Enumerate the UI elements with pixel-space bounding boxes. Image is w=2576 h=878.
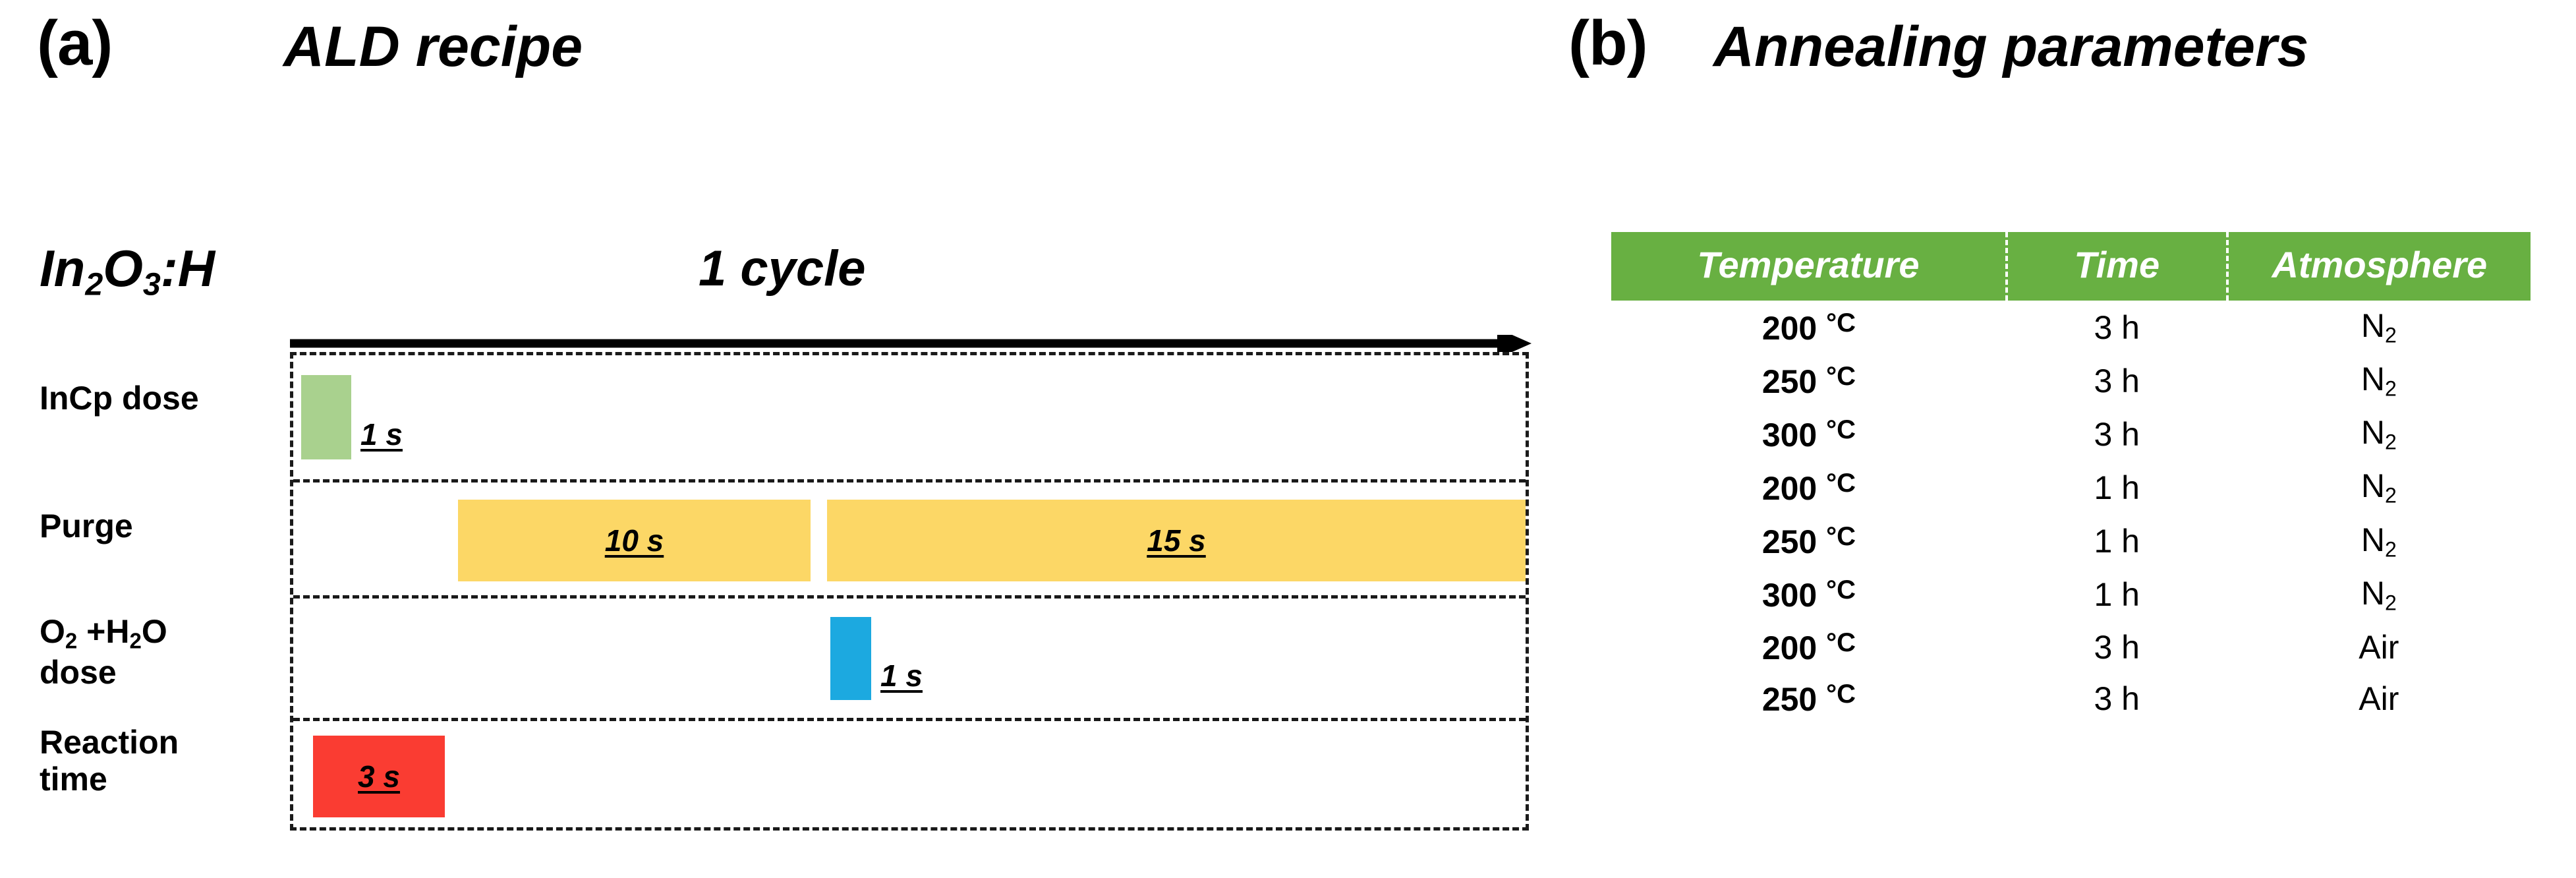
cell-atmosphere: Air: [2359, 628, 2399, 666]
timeline-row-reaction-time: 3 s: [293, 718, 1526, 827]
reaction-line-1: Reaction: [40, 724, 179, 761]
o2-h2o-dose-bar[interactable]: 1 s: [830, 617, 923, 700]
table-row[interactable]: 250 °C 1 h N2: [1611, 515, 2531, 568]
incp-dose-duration: 1 s: [360, 417, 403, 452]
cell-time: 1 h: [2094, 523, 2140, 560]
table-row[interactable]: 300 °C 3 h N2: [1611, 407, 2531, 461]
o2-h2o-line-1: O2 +H2O: [40, 613, 167, 653]
cell-time: 3 h: [2094, 680, 2140, 717]
table-row[interactable]: 300 °C 1 h N2: [1611, 568, 2531, 622]
table-row[interactable]: 200 °C 3 h N2: [1611, 301, 2531, 354]
material-label-o: O: [103, 239, 143, 297]
timeline-row-o2-h2o-dose: 1 s: [293, 595, 1526, 718]
cell-time: 1 h: [2094, 469, 2140, 506]
purge-bar-2[interactable]: 15 s: [827, 500, 1526, 581]
incp-dose-bar[interactable]: 1 s: [301, 375, 403, 459]
cell-time: 3 h: [2094, 415, 2140, 453]
material-label-sub-3: 3: [142, 266, 161, 303]
material-label-in: In: [40, 239, 86, 297]
row-title-purge: Purge: [40, 508, 133, 544]
purge-bar-1[interactable]: 10 s: [458, 500, 811, 581]
cell-temperature: 250 °C: [1761, 361, 1856, 400]
cell-time: 3 h: [2094, 628, 2140, 666]
o2-h2o-dose-duration: 1 s: [880, 658, 923, 693]
reaction-duration: 3 s: [358, 759, 400, 794]
cell-atmosphere: Air: [2359, 680, 2399, 717]
table-row[interactable]: 200 °C 3 h Air: [1611, 622, 2531, 673]
purge-2-duration: 15 s: [1147, 523, 1206, 558]
o2-h2o-line-2: dose: [40, 653, 117, 691]
cell-temperature: 300 °C: [1761, 575, 1856, 614]
cell-temperature: 200 °C: [1761, 628, 1856, 666]
panel-b-title: Annealing parameters: [1713, 15, 2309, 78]
cycle-arrow-icon: [290, 335, 1531, 352]
cell-temperature: 300 °C: [1761, 415, 1856, 454]
table-header-row: Temperature Time Atmosphere: [1611, 232, 2531, 301]
cell-atmosphere: N2: [2361, 414, 2397, 454]
cell-temperature: 200 °C: [1761, 468, 1856, 507]
cell-temperature: 250 °C: [1761, 522, 1856, 561]
cell-temperature: 250 °C: [1761, 679, 1856, 718]
cell-atmosphere: N2: [2361, 361, 2397, 401]
timeline-row-purge: 10 s 15 s: [293, 479, 1526, 595]
column-header-atmosphere[interactable]: Atmosphere: [2225, 232, 2531, 301]
cell-atmosphere: N2: [2361, 467, 2397, 508]
cell-temperature: 200 °C: [1761, 308, 1856, 347]
cycle-label: 1 cycle: [699, 241, 866, 297]
row-title-reaction-time: Reaction time: [40, 724, 179, 798]
cell-time: 3 h: [2094, 362, 2140, 399]
cell-atmosphere: N2: [2361, 521, 2397, 561]
panel-b-letter: (b): [1568, 8, 1648, 78]
row-title-incp-dose: InCp dose: [40, 380, 199, 417]
panel-a-letter: (a): [37, 8, 113, 78]
timeline-row-incp-dose: 1 s: [293, 355, 1526, 479]
cell-atmosphere: N2: [2361, 574, 2397, 615]
cell-time: 3 h: [2094, 308, 2140, 346]
material-label-sub-2: 2: [85, 266, 103, 303]
reaction-line-2: time: [40, 761, 107, 798]
table-row[interactable]: 250 °C 3 h Air: [1611, 673, 2531, 724]
cell-atmosphere: N2: [2361, 307, 2397, 347]
table-row[interactable]: 200 °C 1 h N2: [1611, 461, 2531, 514]
column-header-time[interactable]: Time: [2005, 232, 2227, 301]
cell-time: 1 h: [2094, 576, 2140, 614]
row-title-o2-h2o-dose: O2 +H2O dose: [40, 613, 167, 691]
table-row[interactable]: 250 °C 3 h N2: [1611, 354, 2531, 407]
column-header-temperature[interactable]: Temperature: [1611, 232, 2007, 301]
reaction-bar[interactable]: 3 s: [313, 736, 445, 817]
material-label: In2O3:H: [40, 243, 215, 301]
purge-1-duration: 10 s: [604, 523, 664, 558]
material-label-h: :H: [160, 239, 215, 297]
panel-a-title: ALD recipe: [283, 15, 583, 78]
ald-timeline-box: 1 s 10 s 15 s 1 s 3 s: [290, 352, 1529, 831]
